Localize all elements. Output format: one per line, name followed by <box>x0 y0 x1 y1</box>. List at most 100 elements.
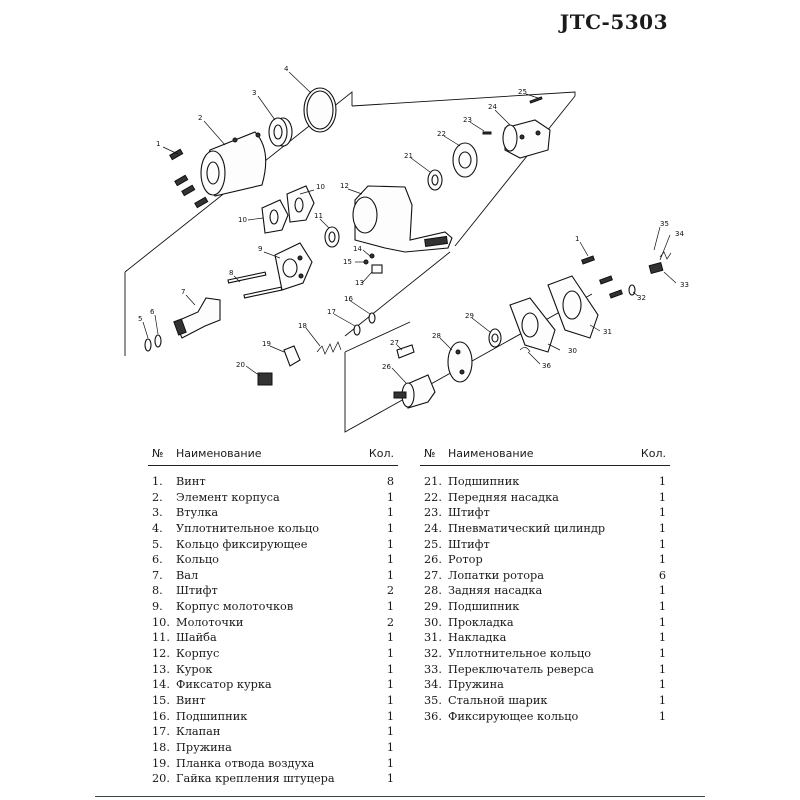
label-35: 35 <box>660 220 669 228</box>
rear-screws-part <box>581 255 623 299</box>
part-name: Курок <box>176 662 213 676</box>
part-name: Штифт <box>176 584 218 598</box>
part-name: Кольцо фиксирующее <box>176 537 308 551</box>
label-10a: 10 <box>316 183 325 191</box>
label-32: 32 <box>637 294 646 302</box>
part-quantity: 1 <box>658 521 666 535</box>
part-number: 12. <box>152 647 170 661</box>
label-27: 27 <box>390 339 399 347</box>
exploded-parts-diagram: 1 2 3 4 5 6 7 8 9 10 10 11 12 13 14 15 1… <box>124 65 689 433</box>
part-name: Кольцо <box>176 553 219 567</box>
label-1: 1 <box>156 140 160 148</box>
part-quantity: 1 <box>386 506 394 520</box>
part-number: 33. <box>424 662 442 676</box>
part-quantity: 1 <box>658 475 666 488</box>
part-number: 20. <box>152 772 170 786</box>
label-2: 2 <box>198 114 202 122</box>
header-num: № <box>152 447 164 460</box>
label-10b: 10 <box>238 216 247 224</box>
pins-part <box>227 271 283 299</box>
label-29: 29 <box>465 312 474 320</box>
hammers-part <box>261 185 315 234</box>
part-name: Планка отвода воздуха <box>176 756 315 770</box>
retaining-clip-part <box>519 347 531 353</box>
part-quantity: 1 <box>386 521 394 535</box>
part-number: 21. <box>424 475 442 488</box>
header-num: № <box>424 447 436 460</box>
rear-plate-part <box>447 341 473 383</box>
part-number: 31. <box>424 631 442 645</box>
part-number: 18. <box>152 740 170 754</box>
part-name: Ротор <box>448 553 483 567</box>
part-number: 27. <box>424 568 442 582</box>
label-18: 18 <box>298 322 307 330</box>
part-quantity: 1 <box>386 647 394 661</box>
part-quantity: 1 <box>386 662 394 676</box>
part-number: 36. <box>424 709 442 723</box>
label-6: 6 <box>150 308 155 316</box>
part-number: 24. <box>424 521 442 535</box>
part-quantity: 1 <box>386 678 394 692</box>
rear-cover-part <box>547 275 599 339</box>
part-number: 29. <box>424 600 442 614</box>
part-name: Фиксатор курка <box>176 678 272 692</box>
part-quantity: 1 <box>658 647 666 661</box>
part-number: 19. <box>152 756 170 770</box>
label-26: 26 <box>382 363 391 371</box>
part-name: Клапан <box>176 725 221 739</box>
part-quantity: 1 <box>658 631 666 645</box>
part-quantity: 1 <box>658 678 666 692</box>
part-number: 4. <box>152 521 163 535</box>
part-quantity: 2 <box>386 584 394 598</box>
main-housing-part <box>352 185 453 253</box>
part-quantity: 1 <box>658 600 666 614</box>
part-name: Штифт <box>448 506 490 520</box>
part-quantity: 1 <box>386 600 394 614</box>
part-name: Штифт <box>448 537 490 551</box>
table-row: 20. Гайка крепления штуцера 1 <box>148 771 398 787</box>
part-quantity: 8 <box>386 475 394 488</box>
assembly-frame-lower <box>344 293 593 433</box>
part-quantity: 1 <box>386 740 394 754</box>
part-quantity: 1 <box>658 662 666 676</box>
label-11: 11 <box>314 212 323 220</box>
part-number: 8. <box>152 584 163 598</box>
part-quantity: 1 <box>386 772 394 786</box>
part-name: Винт <box>176 693 206 707</box>
part-number: 1. <box>152 475 163 488</box>
label-33: 33 <box>680 281 689 289</box>
label-12: 12 <box>340 182 349 190</box>
part-number: 35. <box>424 693 442 707</box>
valve-spring-part <box>316 312 376 355</box>
part-name: Задняя насадка <box>448 584 543 598</box>
part-number: 17. <box>152 725 170 739</box>
anvil-shaft-part <box>173 297 221 339</box>
part-name: Подшипник <box>176 709 248 723</box>
label-24: 24 <box>488 103 497 111</box>
retaining-rings-part <box>144 334 162 352</box>
table-row: 8. Штифт 2 <box>148 583 398 599</box>
part-name: Гайка крепления штуцера <box>176 772 335 786</box>
label-15: 15 <box>343 258 352 266</box>
part-quantity: 1 <box>386 631 394 645</box>
part-name: Лопатки ротора <box>448 568 544 582</box>
part-name: Винт <box>176 475 206 488</box>
part-number: 26. <box>424 553 442 567</box>
